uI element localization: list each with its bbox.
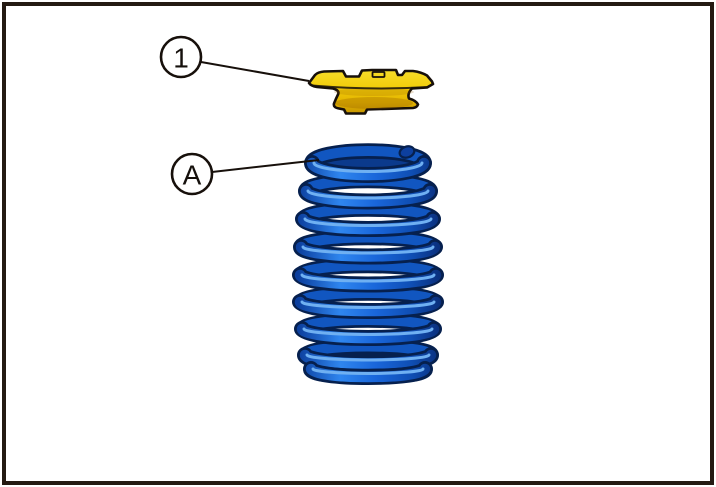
insulator-flange-underside (311, 84, 430, 90)
insulator-slot-detail (371, 71, 386, 78)
leader-line-1 (200, 61, 310, 82)
spring-insulator-part (307, 68, 435, 115)
leader-line-a (211, 159, 320, 173)
callout-a-circle (170, 152, 214, 196)
coil-spring-part (292, 143, 444, 385)
callout-a-label: A (183, 160, 202, 191)
callout-1: 1 (159, 35, 203, 79)
insulator-shading-upper (334, 88, 414, 96)
callout-1-circle (159, 35, 203, 79)
callout-1-label: 1 (173, 43, 189, 74)
insulator-shading-lower (335, 97, 413, 109)
insulator-body (307, 68, 435, 115)
spring-wire-end (398, 145, 416, 159)
callout-a: A (170, 152, 214, 196)
